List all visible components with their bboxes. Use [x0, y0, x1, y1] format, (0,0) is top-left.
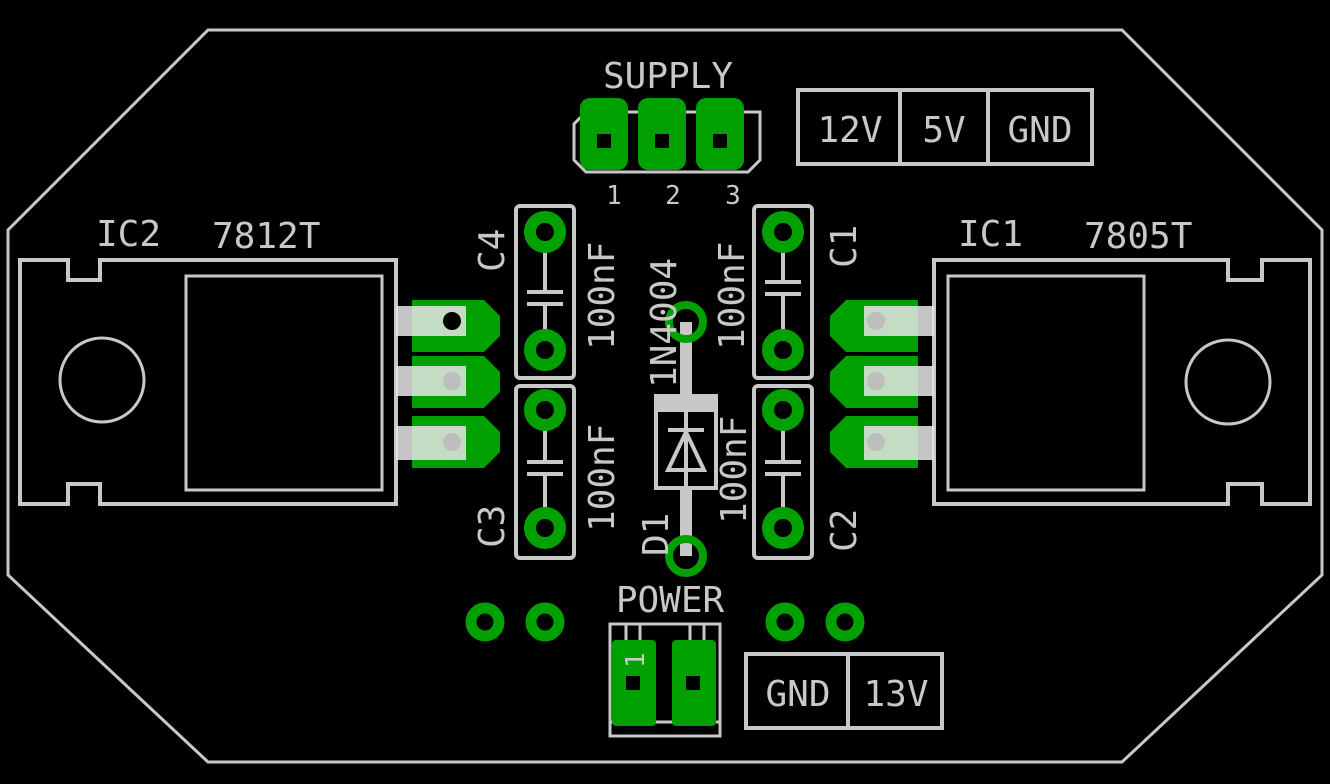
ic1-mounting-hole [1184, 338, 1272, 426]
supply-header: SUPPLY 1 2 3 [572, 56, 762, 211]
c2-ref-label: C2 [824, 509, 865, 552]
mount-pad-4[interactable] [825, 602, 865, 642]
ic2-mounting-hole [58, 336, 146, 424]
ic2-value-label: 7812T [212, 216, 320, 257]
ic2-pin-2[interactable] [396, 356, 500, 408]
power-label: POWER [616, 580, 725, 621]
c3-ref-label: C3 [472, 505, 513, 548]
ic1-pin-3[interactable] [830, 416, 934, 468]
supply-box-gnd: GND [1007, 110, 1072, 151]
power-box-13v: 13V [863, 674, 928, 715]
ic1-regulator: IC1 7805T [830, 214, 1312, 506]
supply-voltage-box: 12V 5V GND [796, 88, 1094, 166]
power-connector: POWER 1 [608, 580, 725, 738]
c1-pad-1[interactable] [762, 211, 804, 253]
c4-value-label: 100nF [582, 242, 623, 350]
c3-value-label: 100nF [582, 424, 623, 532]
c2-pad-2[interactable] [762, 507, 804, 549]
c2-pad-1[interactable] [762, 389, 804, 431]
power-voltage-box: GND 13V [744, 652, 944, 730]
ic2-ref-label: IC2 [96, 214, 161, 255]
c3-pad-1[interactable] [524, 389, 566, 431]
d1-pad-anode[interactable] [665, 301, 707, 343]
ic1-ref-label: IC1 [958, 214, 1023, 255]
c3-pad-2[interactable] [524, 507, 566, 549]
power-pin-2[interactable] [672, 640, 716, 726]
c1-value-label: 100nF [712, 242, 753, 350]
supply-box-5v: 5V [922, 110, 965, 151]
ic2-pin-3[interactable] [396, 416, 500, 468]
d1-pad-cathode[interactable] [665, 535, 707, 577]
c4-pad-2[interactable] [524, 329, 566, 371]
capacitor-c1: C1 100nF [712, 204, 865, 380]
c4-pad-1[interactable] [524, 211, 566, 253]
supply-pin-2[interactable] [638, 98, 686, 170]
c2-value-label: 100nF [714, 416, 755, 524]
capacitor-c2: C2 100nF [714, 384, 865, 560]
diode-d1: 1N4004 D1 [636, 258, 718, 577]
supply-pin-1[interactable] [580, 98, 628, 170]
power-pin-1[interactable] [612, 640, 656, 726]
ic1-value-label: 7805T [1084, 216, 1192, 257]
supply-pin-1-number: 1 [606, 181, 622, 211]
power-box-gnd: GND [765, 674, 830, 715]
mount-pad-1[interactable] [465, 602, 505, 642]
c1-pad-2[interactable] [762, 329, 804, 371]
d1-ref-label: D1 [636, 513, 677, 556]
supply-box-12v: 12V [817, 110, 882, 151]
mount-pad-3[interactable] [765, 602, 805, 642]
ic2-pin-1[interactable] [396, 300, 500, 352]
supply-pin-2-number: 2 [665, 181, 681, 211]
board-outline [6, 28, 1324, 764]
ic2-regulator: IC2 7812T [18, 214, 500, 506]
c4-ref-label: C4 [472, 229, 513, 272]
ic1-pin-1[interactable] [830, 300, 934, 352]
d1-value-label: 1N4004 [644, 258, 685, 388]
c1-ref-label: C1 [824, 225, 865, 268]
supply-pin-3-number: 3 [725, 181, 741, 211]
mount-pad-2[interactable] [525, 602, 565, 642]
supply-label: SUPPLY [603, 56, 733, 97]
ic1-pin-2[interactable] [830, 356, 934, 408]
power-pin-1-number: 1 [621, 652, 651, 668]
capacitor-c4: C4 100nF [472, 204, 623, 380]
supply-pin-3[interactable] [696, 98, 744, 170]
capacitor-c3: C3 100nF [472, 384, 623, 560]
